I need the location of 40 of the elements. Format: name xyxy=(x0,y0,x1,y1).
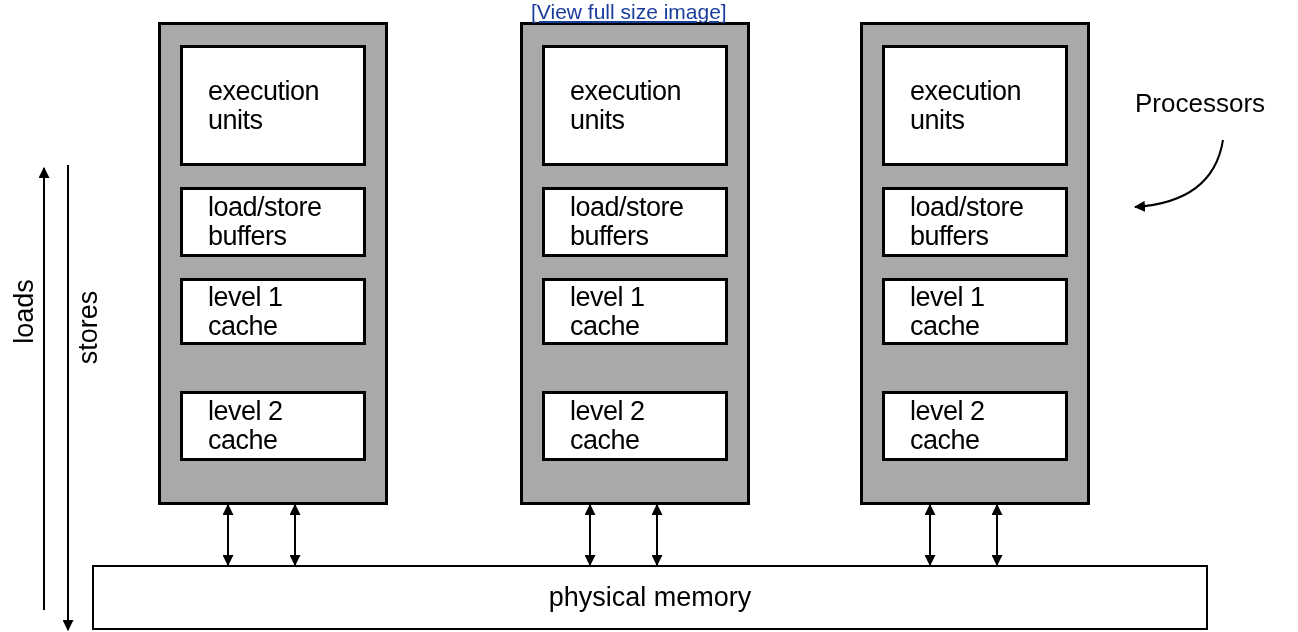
double-arrow xyxy=(289,503,301,567)
node-text: load/store buffers xyxy=(570,193,685,251)
double-arrow xyxy=(222,503,234,567)
node-text: level 1 cache xyxy=(910,282,986,341)
processor-box xyxy=(520,22,750,505)
component-box xyxy=(180,391,366,461)
memory-bar xyxy=(92,565,1208,630)
node-text: level 2 cache xyxy=(910,397,986,455)
component-box xyxy=(180,45,366,166)
axis-label: loads xyxy=(8,279,40,344)
processor-box xyxy=(158,22,388,505)
node-text: execution units xyxy=(570,76,683,135)
component-box xyxy=(542,278,728,345)
node-text: level 1 cache xyxy=(570,282,646,341)
node-text: level 1 cache xyxy=(208,282,284,341)
node-text: execution units xyxy=(208,76,321,135)
component-box xyxy=(542,45,728,166)
curved-arrow xyxy=(1133,139,1224,212)
double-arrow xyxy=(584,503,596,567)
component-box xyxy=(882,278,1068,345)
double-arrow xyxy=(991,503,1003,567)
component-box xyxy=(180,278,366,345)
node-text: load/store buffers xyxy=(910,193,1025,251)
callout-label: Processors xyxy=(1135,88,1266,118)
node-text: physical memory xyxy=(548,582,752,613)
node-text: level 2 cache xyxy=(570,397,646,455)
node-text: level 2 cache xyxy=(208,397,284,455)
node-text: load/store buffers xyxy=(208,193,323,251)
double-arrow xyxy=(651,503,663,567)
double-arrow xyxy=(924,503,936,567)
processor-box xyxy=(860,22,1090,505)
component-box xyxy=(542,187,728,257)
component-box xyxy=(882,187,1068,257)
component-box xyxy=(542,391,728,461)
node-text: execution units xyxy=(910,76,1023,135)
component-box xyxy=(882,391,1068,461)
component-box xyxy=(180,187,366,257)
axis-label: stores xyxy=(73,290,105,365)
component-box xyxy=(882,45,1068,166)
view-link: [View full size image] xyxy=(531,0,727,24)
